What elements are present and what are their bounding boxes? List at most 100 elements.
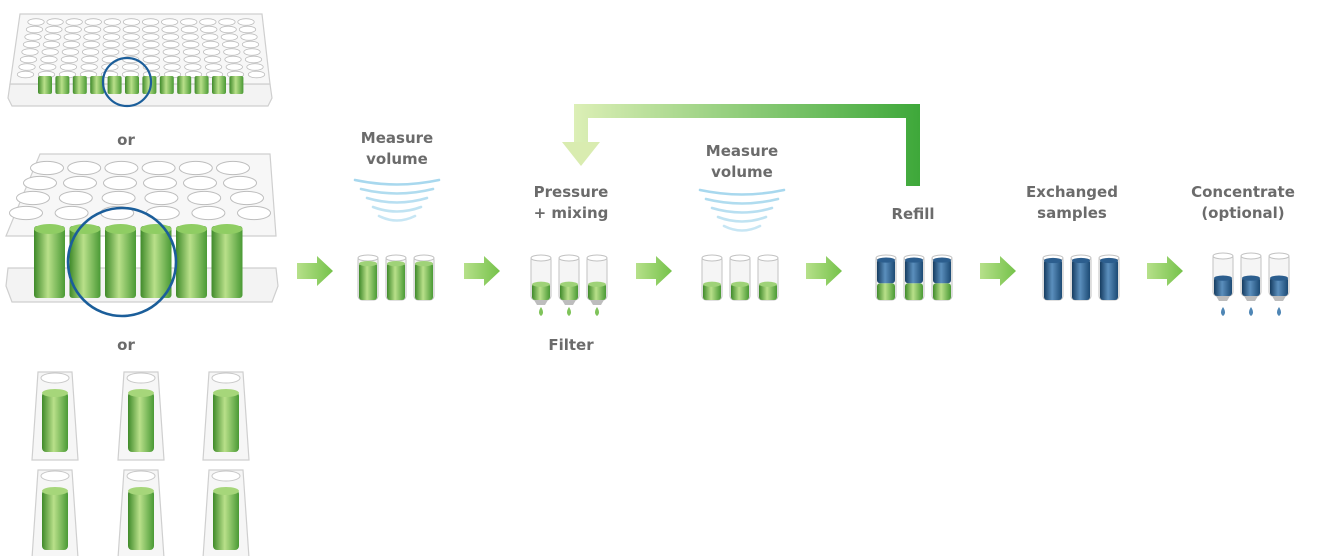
vial-liquid-top — [759, 281, 777, 287]
well — [178, 160, 213, 176]
well-tube-top — [105, 224, 136, 234]
vial-liquid-top — [1072, 257, 1090, 264]
vials-exchanged — [1042, 254, 1120, 301]
well-tube — [159, 76, 174, 94]
well — [180, 25, 199, 34]
vial-liquid-top — [731, 281, 749, 287]
tube-liquid-top — [42, 487, 68, 495]
well-tube — [125, 76, 139, 94]
wave-line — [365, 196, 429, 204]
tube-liquid — [42, 490, 68, 550]
well — [59, 63, 78, 71]
vial-liquid-top — [1270, 275, 1288, 281]
well — [41, 48, 59, 56]
single-tube — [31, 371, 79, 461]
well — [103, 25, 121, 34]
step-arrow — [636, 256, 672, 286]
tube-opening — [126, 470, 156, 482]
vial-liquid-top — [588, 281, 606, 287]
vial-liquid-top — [905, 257, 923, 263]
well — [162, 48, 180, 56]
vial-liquid — [588, 283, 606, 300]
droplet-icon — [1249, 307, 1253, 316]
loop-arrow — [562, 104, 920, 186]
or-label-2: or — [117, 336, 135, 354]
well — [244, 55, 263, 64]
vial-liquid — [905, 283, 923, 300]
vial-liquid-top — [1100, 257, 1118, 264]
single-tube — [31, 469, 79, 556]
well — [202, 40, 220, 49]
sound-wave-icon — [353, 178, 441, 222]
vial-rim — [1212, 252, 1234, 260]
vial — [1042, 254, 1064, 301]
well — [163, 63, 181, 71]
step-arrow — [806, 256, 842, 286]
vial-liquid-top — [415, 261, 433, 267]
vial-liquid-top — [1242, 275, 1260, 281]
well — [80, 63, 98, 71]
droplet-icon — [1221, 307, 1225, 316]
well-tube — [229, 76, 244, 94]
single-tube — [202, 371, 250, 461]
well — [81, 48, 100, 56]
well — [142, 48, 160, 56]
vial-liquid — [359, 262, 377, 300]
well-tube — [142, 76, 157, 94]
well-tube — [55, 76, 70, 94]
measure-volume-label-1: Measure volume — [342, 128, 452, 170]
well — [103, 18, 121, 26]
step-arrow — [464, 256, 500, 286]
vial-liquid — [1270, 277, 1288, 296]
well — [27, 18, 45, 26]
well-tube — [90, 76, 105, 94]
well — [81, 55, 99, 64]
well — [141, 18, 160, 26]
exchanged-line-2: samples — [1037, 204, 1107, 222]
tube-liquid — [128, 392, 154, 452]
step-arrow — [980, 256, 1016, 286]
well — [45, 25, 63, 34]
wave-line — [710, 206, 774, 214]
vial-rim — [1268, 252, 1290, 260]
well — [238, 25, 257, 34]
vial-tip — [1272, 296, 1286, 301]
vial-liquid — [1100, 259, 1118, 300]
vial — [1070, 254, 1092, 301]
tube-opening — [126, 372, 156, 384]
vials-measure-1 — [357, 254, 435, 301]
well-tube — [38, 76, 52, 94]
well — [104, 160, 139, 176]
droplet-icon — [567, 307, 571, 316]
vial-tip — [534, 300, 548, 305]
highlight-ring — [101, 56, 153, 108]
well — [122, 33, 140, 41]
well — [122, 63, 140, 71]
well — [142, 33, 160, 41]
well — [103, 175, 137, 191]
vial-liquid — [905, 259, 923, 284]
well — [183, 175, 217, 191]
vial-liquid — [933, 259, 951, 284]
well — [162, 40, 180, 49]
well-tube — [107, 76, 122, 94]
well — [247, 70, 266, 79]
well — [122, 25, 140, 34]
tube-liquid — [213, 490, 239, 550]
well — [187, 190, 222, 206]
single-tubes — [31, 371, 250, 556]
well — [18, 63, 36, 71]
vial-liquid — [1072, 259, 1090, 300]
well — [63, 33, 81, 41]
well — [24, 33, 42, 41]
well-tube-top — [69, 224, 101, 234]
pressure-line-2: + mixing — [533, 204, 609, 222]
vials-concentrate — [1212, 252, 1290, 316]
well — [22, 40, 41, 49]
well-tube — [194, 76, 209, 94]
vial-liquid-top — [1214, 275, 1232, 281]
droplet-icon — [595, 307, 599, 316]
well — [141, 160, 176, 176]
vial-rim — [586, 254, 608, 262]
plate-24-well — [5, 153, 279, 318]
